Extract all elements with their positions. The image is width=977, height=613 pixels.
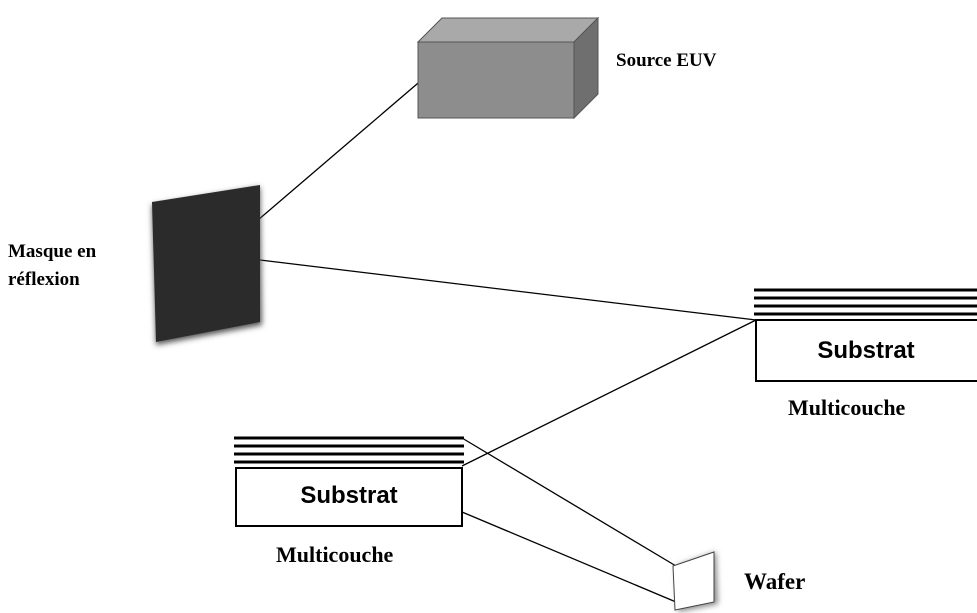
ray-mask-to-right-mirror [259,259,757,321]
wafer-label: Wafer [744,569,806,594]
left-multilayer-mirror [234,436,464,527]
ray-source-to-mask [257,77,425,221]
right-multilayer-mirror [754,288,977,382]
multicouche-right-label: Multicouche [788,395,906,420]
source-euv-label: Source EUV [616,50,717,71]
wafer-panel [672,551,715,611]
masque-label-line1: Masque en [8,241,97,262]
reflective-mask [152,185,262,345]
multicouche-left-label: Multicouche [276,542,394,567]
ray-left-mirror-to-wafer-bottom [461,511,677,603]
substrat-right-label: Substrat [817,337,915,364]
wafer [672,551,718,612]
left-multilayer-stripes [234,436,464,464]
source-top-face [416,17,600,43]
ray-left-mirror-to-wafer-top [461,437,677,567]
substrat-left-label: Substrat [300,482,398,509]
right-multilayer-stripes [754,288,977,316]
masque-label-line2: réflexion [8,269,80,290]
right-substrate-box [755,319,977,382]
light-rays [257,77,757,603]
euv-source-box [416,16,600,120]
left-substrate-box [235,467,463,527]
source-front-face [417,41,575,119]
mask-panel [152,185,260,342]
ray-right-mirror-to-left-mirror [461,319,757,467]
masque-label: Masque en réflexion [8,238,96,294]
